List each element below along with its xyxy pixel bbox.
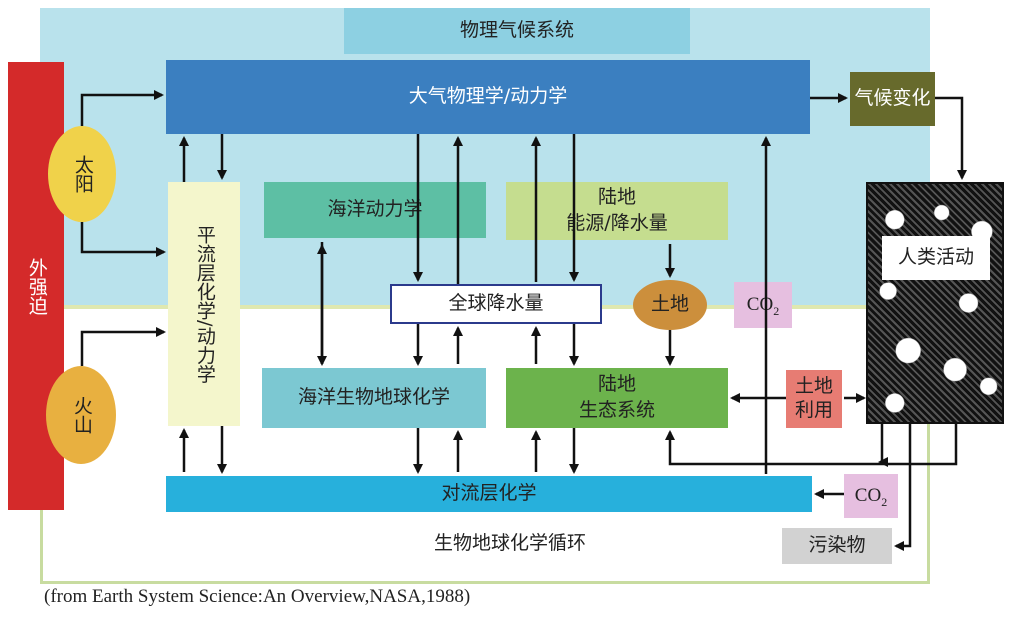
ocean-bgc-box: 海洋生物地球化学 — [262, 368, 486, 428]
climate-change-label: 气候变化 — [854, 87, 931, 110]
human-activity-label-box: 人类活动 — [882, 236, 990, 280]
atmosphere-box: 大气物理学/动力学 — [166, 60, 810, 134]
co2-bottom-box: CO2 — [844, 474, 898, 518]
atmosphere-label: 大气物理学/动力学 — [408, 85, 568, 108]
volcano-label: 火山 — [70, 396, 93, 434]
troposphere-box: 对流层化学 — [166, 476, 812, 512]
physical-climate-title: 物理气候系统 — [459, 19, 574, 42]
sun-label: 太阳 — [71, 155, 94, 193]
ocean-bgc-label: 海洋生物地球化学 — [297, 386, 450, 409]
stratosphere-box: 平流层化学/动力学 — [168, 182, 240, 426]
external-forcing-label: 外强迫 — [25, 257, 48, 315]
source-caption: (from Earth System Science:An Overview,N… — [44, 586, 471, 607]
ocean-dynamics-label: 海洋动力学 — [327, 198, 423, 221]
land-eco-box: 陆地 生态系统 — [506, 368, 728, 428]
physical-climate-header: 物理气候系统 — [344, 8, 690, 54]
co2-bottom-label: CO2 — [854, 484, 888, 509]
land-energy-label: 陆地 能源/降水量 — [566, 186, 668, 234]
sun-ellipse: 太阳 — [48, 126, 116, 222]
soil-ellipse: 土地 — [633, 280, 707, 330]
pollutants-label: 污染物 — [808, 534, 866, 557]
land-eco-label: 陆地 生态系统 — [578, 373, 655, 421]
ocean-dynamics-box: 海洋动力学 — [264, 182, 486, 238]
biogeochemical-label: 生物地球化学循环 — [433, 532, 586, 555]
land-use-box: 土地 利用 — [786, 370, 842, 428]
global-precip-box: 全球降水量 — [390, 284, 602, 324]
troposphere-label: 对流层化学 — [441, 482, 537, 505]
biogeochemical-title: 生物地球化学循环 — [340, 528, 680, 560]
soil-label: 土地 — [650, 293, 689, 316]
pollutants-box: 污染物 — [782, 528, 892, 564]
global-precip-label: 全球降水量 — [448, 292, 544, 315]
human-activity-label: 人类活动 — [897, 246, 974, 269]
climate-change-box: 气候变化 — [850, 72, 935, 126]
human-activity-photo: 人类活动 — [866, 182, 1004, 424]
stratosphere-label: 平流层化学/动力学 — [193, 224, 216, 384]
land-energy-box: 陆地 能源/降水量 — [506, 182, 728, 240]
volcano-ellipse: 火山 — [46, 366, 116, 464]
land-use-label: 土地 利用 — [794, 375, 833, 421]
